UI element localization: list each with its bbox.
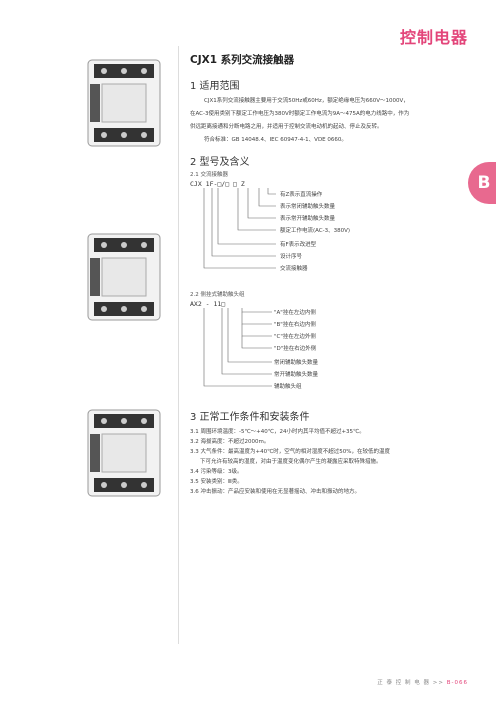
- section-3-heading: 3 正常工作条件和安装条件: [190, 412, 310, 423]
- model-diagram-2: "A"挂在左边内侧 "B"挂在右边内侧 "C"挂在左边外侧 "D"挂在右边外侧 …: [190, 308, 470, 400]
- condition-item: 下可允许有较高的湿度，对由于温度变化偶尔产生的凝露应采取特殊措施。: [200, 459, 382, 465]
- condition-item: 3.6 冲击振动：产品应安装和使用在无显著摇动、冲击和振动的地方。: [190, 489, 360, 495]
- code2-label-nc: 常闭辅助触头数量: [274, 360, 319, 366]
- scope-text-2: 在AC-3使用类别下额定工作电压为380V时额定工作电流为9A～475A的电力线…: [190, 111, 410, 117]
- section-2-heading: 2 型号及含义: [190, 157, 250, 168]
- code2-label-d: "D"挂在右边外侧: [274, 346, 317, 352]
- condition-item: 3.5 安装类别：Ⅲ类。: [190, 479, 243, 485]
- condition-item: 3.2 海拔高度：不超过2000m。: [190, 439, 270, 445]
- section-1-heading: 1 适用范围: [190, 81, 240, 92]
- code2-label-aux: 辅助触头组: [274, 384, 302, 390]
- model-diagram-1: 有Z表示直流操作 表示常闭辅助触头数量 表示常开辅助触头数量 额定工作电流(AC…: [190, 188, 470, 300]
- content-column: CJX1 系列交流接触器 1 适用范围 CJX1系列交流接触器主要用于交流50H…: [190, 52, 470, 497]
- code1-label-no: 表示常开辅助触头数量: [280, 216, 336, 222]
- page-number: B-066: [446, 680, 468, 686]
- code1-label-design: 设计序号: [280, 254, 303, 260]
- scope-text-1: CJX1系列交流接触器主要用于交流50Hz或60Hz，额定绝缘电压为660V～1…: [204, 98, 409, 104]
- category-header: 控制电器: [399, 28, 468, 47]
- code2-label-a: "A"挂在左边内侧: [274, 310, 316, 316]
- condition-item: 3.1 周围环境温度：-5℃～+40℃，24小时内其平均值不超过+35℃。: [190, 429, 365, 435]
- code1-label-type: 交流接触器: [280, 266, 308, 272]
- code1-label-nc: 表示常闭辅助触头数量: [280, 204, 336, 210]
- contactor-image-3: [87, 409, 161, 497]
- contactor-image-1: [87, 59, 161, 147]
- code1-label-current: 额定工作电流(AC-3、380V): [280, 228, 351, 234]
- condition-item: 3.4 污染等级：3级。: [190, 469, 243, 475]
- condition-item: 3.3 大气条件：最高温度为+40℃时，空气的相对湿度不超过50%，在较低的温度: [190, 449, 391, 455]
- code2-label-no: 常开辅助触头数量: [274, 372, 319, 378]
- contactor-image-2: [87, 233, 161, 321]
- scope-text-3: 供远距离接通和分断电路之用，并适用于控制交流电动机的起动、停止及反转。: [190, 124, 383, 130]
- standards-text: 符合标准：GB 14048.4、IEC 60947-4-1、VDE 0660。: [204, 137, 347, 143]
- code2-label-b: "B"挂在右边内侧: [274, 322, 316, 328]
- divider-line: [178, 46, 179, 644]
- page-footer: 正 泰 控 制 电 器 >> B-066: [377, 678, 468, 686]
- section-tab: B: [468, 162, 496, 204]
- model-code-1: CJX 1F-□/□ □ Z: [190, 180, 245, 188]
- product-title: CJX1 系列交流接触器: [190, 54, 295, 66]
- code1-label-f: 有F表示改进型: [280, 242, 317, 248]
- conditions-list: 3.1 周围环境温度：-5℃～+40℃，24小时内其平均值不超过+35℃。 3.…: [190, 427, 470, 497]
- code1-label-z: 有Z表示直流操作: [280, 192, 323, 198]
- model-code-2: AX2 - 11□: [190, 300, 226, 308]
- code2-label-c: "C"挂在左边外侧: [274, 334, 316, 340]
- footer-text: 正 泰 控 制 电 器 >>: [377, 680, 444, 686]
- subsection-2-1: 2.1 交流接触器: [190, 172, 228, 178]
- subsection-2-2: 2.2 侧挂式辅助触头组: [190, 292, 245, 298]
